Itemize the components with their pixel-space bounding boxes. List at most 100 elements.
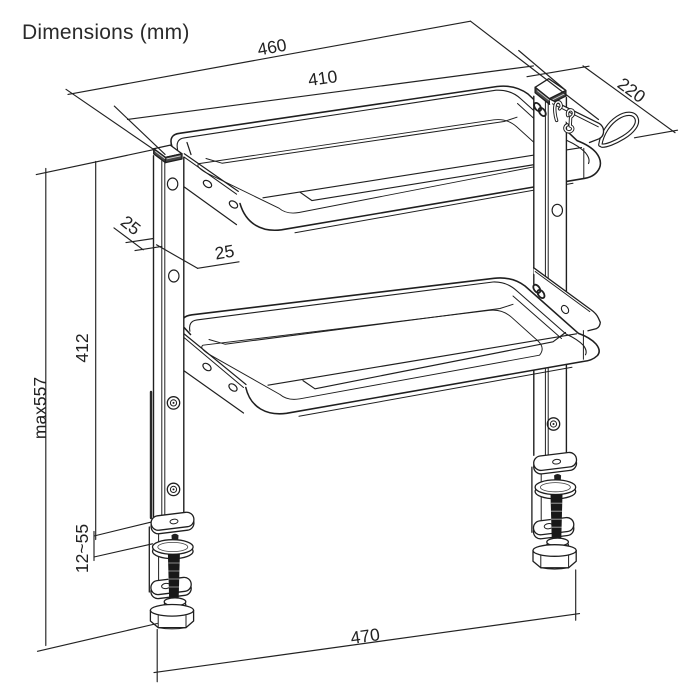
lower-shelf-rim-top-line: [267, 333, 578, 386]
left-clamp: [148, 511, 195, 630]
screw-circle: [166, 396, 181, 410]
label-shelf-width: 410: [307, 66, 339, 90]
screw-circle: [169, 485, 178, 493]
dimension-line: [153, 613, 581, 674]
screw-circle: [552, 423, 555, 425]
label-clamp-span: 470: [349, 624, 381, 648]
left-post: [152, 144, 185, 518]
dim-max-height: [35, 149, 158, 652]
lower-shelf-right-wall-line: [512, 295, 562, 339]
drawing-line: [532, 267, 601, 332]
left-post-cap: [153, 144, 183, 164]
lower-shelf-back-notch: [208, 303, 514, 345]
extension-line: [469, 20, 600, 121]
drawing-line: [157, 627, 187, 630]
leader-line: [196, 261, 240, 269]
dim-clamp-span: [153, 569, 581, 683]
drawing-line: [550, 99, 604, 143]
drawing-line: [93, 543, 154, 558]
dimension-line: [67, 20, 472, 95]
drawing-group: 460 410 220 max557 412 12~55 470 25 25: [30, 20, 679, 683]
drawing-line: [599, 112, 639, 147]
extension-line: [125, 237, 155, 244]
dim-shelf-width: [113, 49, 567, 155]
label-max-height: max557: [30, 377, 50, 439]
drawing-line: [183, 186, 238, 226]
drawing-line: [533, 267, 601, 331]
bracket-hole: [533, 102, 542, 112]
bracket-hole: [536, 289, 546, 299]
post-hole: [166, 177, 179, 191]
label-clamp-range: 12~55: [72, 524, 92, 573]
label-post-depth: 25: [117, 211, 145, 239]
screw-circle: [549, 420, 558, 428]
screw-circle: [172, 488, 175, 491]
page-title: Dimensions (mm): [22, 21, 190, 44]
dim-post-width: [155, 244, 240, 269]
s-hook: [553, 100, 563, 123]
cable-loop: [598, 111, 640, 148]
upper-shelf-rim-top-line: [262, 147, 583, 199]
extension-line: [633, 129, 679, 139]
post-screw: [166, 482, 181, 497]
extension-line: [134, 245, 163, 252]
bracket-hole: [537, 107, 547, 117]
lower-shelf-bottom-lip: [298, 366, 573, 417]
drawing-line: [533, 364, 567, 456]
upper-shelf: [169, 85, 602, 234]
clamp-plate: [150, 511, 195, 531]
upper-shelf-bottom-lip: [294, 182, 574, 234]
lower-right-bracket: [532, 267, 601, 332]
drawing-line: [183, 333, 247, 386]
drawing-line: [183, 370, 245, 414]
drawing-line: [171, 533, 179, 541]
drawing-line: [167, 554, 180, 601]
drawing-line: [183, 337, 244, 388]
dimension-line: [113, 227, 144, 251]
drawing-line: [93, 521, 153, 537]
extension-line: [36, 622, 158, 652]
drawing-line: [153, 151, 184, 517]
right-clamp: [531, 450, 578, 570]
bracket-hole: [228, 200, 239, 209]
post-hole: [168, 269, 180, 283]
bracket-hole: [560, 304, 570, 315]
hole-ellipse: [169, 518, 179, 525]
hole-ellipse: [149, 603, 195, 617]
post-hole: [551, 203, 564, 217]
drawing-line: [155, 151, 181, 160]
hooks: [553, 100, 576, 134]
drawing-line: [554, 101, 562, 122]
upper-shelf-left-edge-glimpse: [186, 141, 192, 156]
bracket-hole: [202, 362, 212, 372]
dimension-line: [126, 65, 534, 120]
extension-line: [65, 88, 155, 151]
upper-shelf-body: [169, 86, 601, 231]
label-post-width: 25: [213, 241, 236, 264]
upper-shelf-outline: [170, 85, 602, 232]
lower-shelf-rim-inner: [189, 281, 587, 356]
hook-plate: [533, 98, 605, 144]
extension-line: [526, 65, 590, 78]
label-depth: 220: [614, 73, 650, 106]
bracket-hole: [228, 383, 238, 392]
dim-depth: [526, 65, 679, 139]
dim-overall-width: [65, 20, 600, 151]
extension-line: [518, 49, 567, 92]
hole-ellipse: [151, 539, 194, 555]
drawing-line: [549, 98, 605, 144]
drawing-line: [534, 271, 591, 313]
drawing-line: [167, 562, 180, 588]
right-post-lower: [533, 363, 568, 456]
drawing-line: [537, 90, 565, 101]
post-screw: [166, 396, 181, 410]
desk-edge: [93, 521, 154, 558]
screw-circle: [172, 401, 175, 404]
extension-line: [113, 105, 166, 155]
drawing-line: [183, 156, 238, 195]
upper-shelf-rim-inner: [176, 89, 590, 165]
s-hook: [563, 108, 576, 134]
drawing-line: [564, 109, 575, 133]
